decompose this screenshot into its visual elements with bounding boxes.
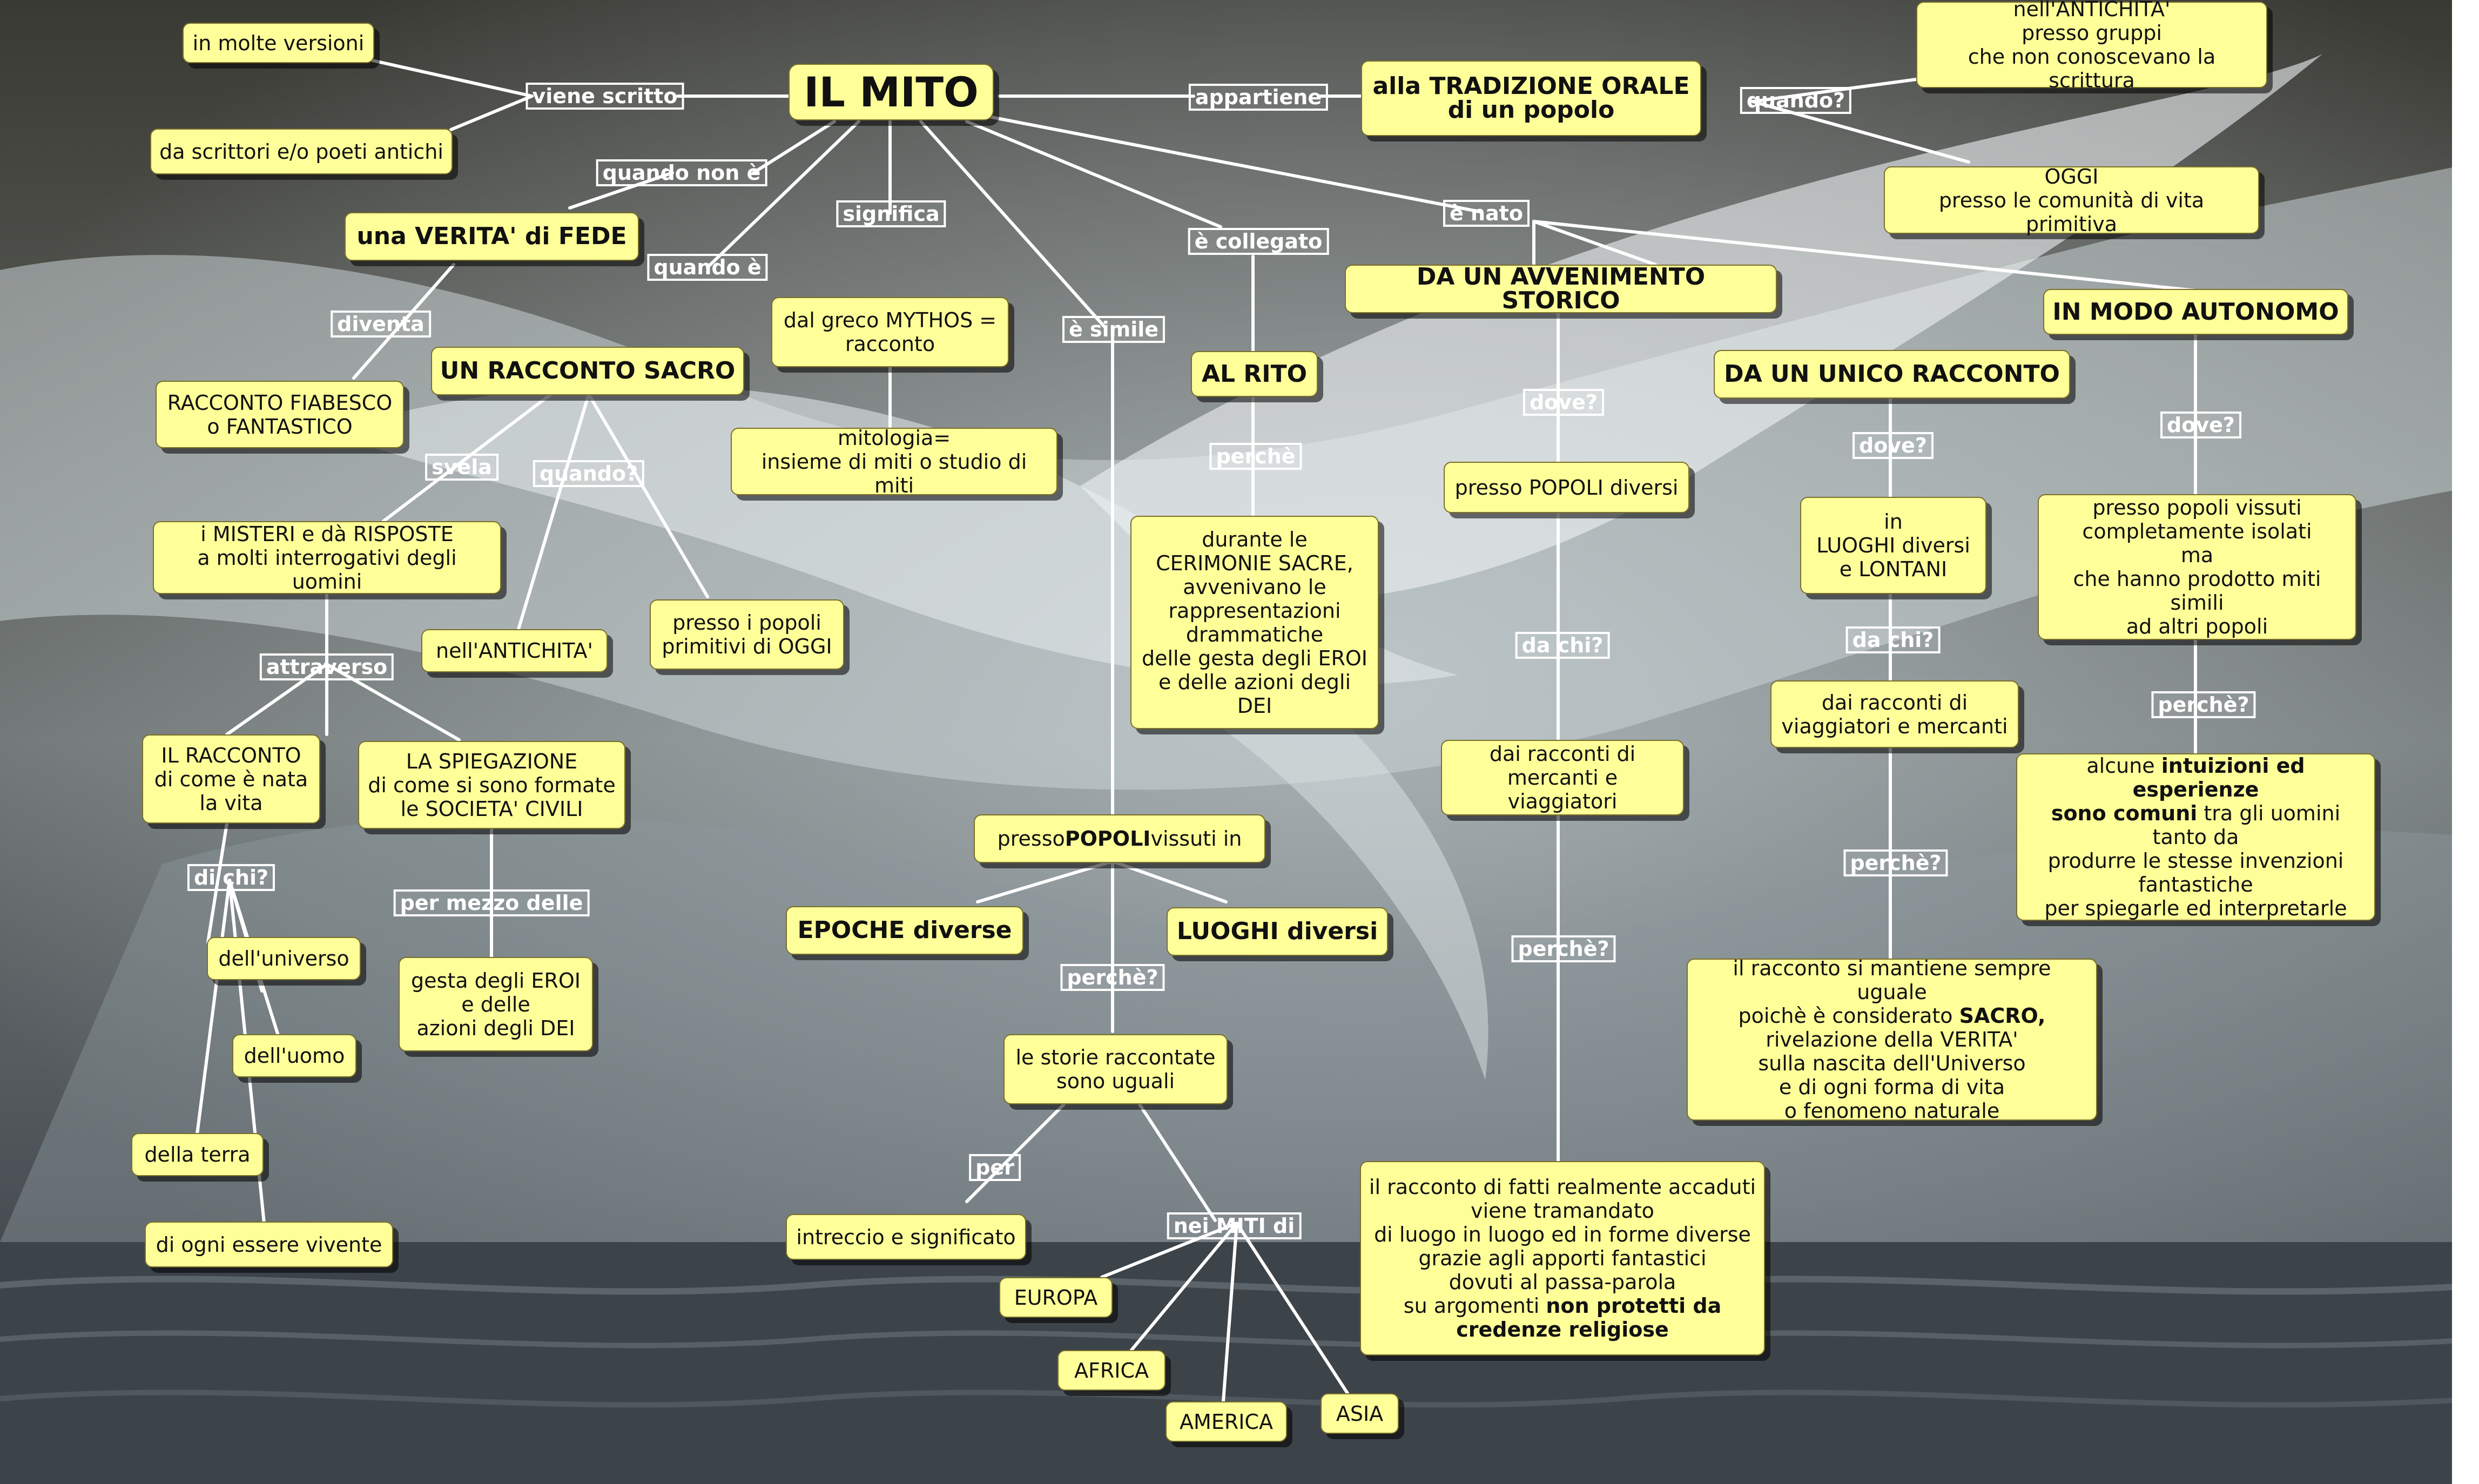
label-dove-3: dove? — [2160, 412, 2241, 439]
node-modo-autonomo[interactable]: IN MODO AUTONOMO — [2043, 289, 2348, 335]
node-mercanti-viaggiatori[interactable]: dai racconti di mercanti e viaggiatori — [1441, 740, 1684, 815]
label-svela: svela — [425, 454, 499, 481]
node-racconto-sacro[interactable]: UN RACCONTO SACRO — [431, 347, 744, 395]
node-asia[interactable]: ASIA — [1321, 1393, 1399, 1434]
node-il-racconto-vita[interactable]: IL RACCONTO di come è nata la vita — [142, 734, 320, 824]
node-essere-vivente[interactable]: di ogni essere vivente — [145, 1222, 393, 1267]
node-africa[interactable]: AFRICA — [1057, 1350, 1166, 1391]
label-per: per — [969, 1154, 1021, 1181]
label-per-mezzo: per mezzo delle — [393, 889, 590, 916]
node-uomo[interactable]: dell'uomo — [232, 1034, 356, 1077]
node-terra[interactable]: della terra — [131, 1133, 264, 1176]
node-unico-racconto[interactable]: DA UN UNICO RACCONTO — [1714, 350, 2070, 399]
label-perche-popoli: perchè? — [1060, 964, 1165, 991]
label-e-nato: è nato — [1443, 200, 1530, 227]
label-quando-top: quando? — [1740, 87, 1852, 114]
label-diventa: diventa — [331, 311, 431, 338]
node-gesta-eroi[interactable]: gesta degli EROI e delle azioni degli DE… — [399, 957, 593, 1051]
label-nei-miti: nei MITI di — [1167, 1212, 1302, 1239]
node-europa[interactable]: EUROPA — [999, 1277, 1113, 1318]
node-in-molte-versioni[interactable]: in molte versioni — [183, 23, 374, 63]
node-storie-uguali[interactable]: le storie raccontate sono uguali — [1003, 1034, 1228, 1104]
label-di-chi: di chi? — [187, 864, 275, 891]
node-epoche[interactable]: EPOCHE diverse — [786, 906, 1023, 955]
node-fatti-reali[interactable]: il racconto di fatti realmente accaduti … — [1360, 1161, 1765, 1355]
label-attraverso: attraverso — [259, 653, 394, 680]
node-il-mito[interactable]: IL MITO — [789, 64, 994, 120]
node-popoli-isolati[interactable]: presso popoli vissuti completamente isol… — [2038, 494, 2356, 640]
label-e-simile: è simile — [1062, 316, 1166, 343]
label-e-collegato: è collegato — [1188, 228, 1329, 255]
node-spiegazione[interactable]: LA SPIEGAZIONE di come si sono formate l… — [358, 741, 625, 829]
node-da-scrittori[interactable]: da scrittori e/o poeti antichi — [150, 129, 453, 174]
presso-popoli-text-bold: POPOLI — [1065, 827, 1151, 851]
node-cerimonie[interactable]: durante le CERIMONIE SACRE, avvenivano l… — [1130, 516, 1379, 729]
label-quando-sacro: quando? — [533, 460, 645, 487]
presso-popoli-text-pre: presso — [997, 827, 1065, 851]
node-presso-popoli-vissuti[interactable]: presso POPOLI vissuti in — [974, 814, 1265, 863]
node-avvenimento[interactable]: DA UN AVVENIMENTO STORICO — [1345, 265, 1777, 313]
label-perche-2: perchè? — [1843, 849, 1948, 876]
node-sacro[interactable]: il racconto si mantiene sempre uguale po… — [1687, 956, 2097, 1123]
node-popoli-primitivi[interactable]: presso i popoli primitivi di OGGI — [650, 599, 844, 670]
node-antichita-gruppi[interactable]: nell'ANTICHITA' presso gruppi che non co… — [1916, 0, 2267, 92]
label-dove-1: dove? — [1523, 389, 1604, 416]
fatti-reali-text: il racconto di fatti realmente accaduti … — [1369, 1175, 1756, 1341]
node-universo[interactable]: dell'universo — [207, 937, 361, 980]
label-appartiene: appartiene — [1188, 84, 1329, 111]
label-perche-rito: perchè — [1209, 443, 1302, 470]
node-intreccio[interactable]: intreccio e significato — [786, 1214, 1026, 1260]
node-viaggiatori-mercanti[interactable]: dai racconti di viaggiatori e mercanti — [1770, 680, 2019, 748]
label-quando-non-e: quando non è — [596, 159, 767, 186]
node-nell-antichita[interactable]: nell'ANTICHITA' — [421, 629, 608, 672]
node-greco-mythos[interactable]: dal greco MYTHOS = racconto — [771, 297, 1009, 367]
node-luoghi-lontani[interactable]: in LUOGHI diversi e LONTANI — [1800, 497, 1986, 594]
node-popoli-diversi[interactable]: presso POPOLI diversi — [1444, 462, 1689, 513]
label-da-chi-2: da chi? — [1845, 626, 1941, 653]
node-al-rito[interactable]: AL RITO — [1191, 351, 1318, 397]
label-dove-2: dove? — [1852, 432, 1934, 459]
label-viene-scritto: viene scritto — [526, 83, 684, 110]
node-mitologia[interactable]: mitologia= insieme di miti o studio di m… — [731, 426, 1057, 497]
presso-popoli-text-post: vissuti in — [1150, 827, 1242, 851]
label-perche-1: perchè? — [1511, 935, 1616, 962]
node-luoghi[interactable]: LUOGHI diversi — [1167, 907, 1388, 956]
node-verita-fede[interactable]: una VERITA' di FEDE — [345, 212, 639, 261]
sacro-text: il racconto si mantiene sempre uguale po… — [1733, 956, 2051, 1123]
label-quando-e: quando è — [647, 254, 768, 281]
node-oggi-comunita[interactable]: OGGI presso le comunità di vita primitiv… — [1884, 165, 2259, 236]
label-significa: significa — [836, 200, 946, 227]
node-america[interactable]: AMERICA — [1166, 1401, 1287, 1442]
node-intuizioni[interactable]: alcune intuizioni ed esperienze sono com… — [2016, 753, 2375, 921]
label-da-chi-1: da chi? — [1515, 632, 1610, 659]
intuizioni-text: alcune intuizioni ed esperienze sono com… — [2044, 754, 2347, 920]
label-perche-3: perchè? — [2151, 691, 2256, 718]
node-misteri[interactable]: i MISTERI e dà RISPOSTE a molti interrog… — [153, 521, 501, 594]
node-racconto-fiabesco[interactable]: RACCONTO FIABESCO o FANTASTICO — [156, 381, 404, 448]
node-tradizione-orale[interactable]: alla TRADIZIONE ORALE di un popolo — [1361, 60, 1701, 136]
